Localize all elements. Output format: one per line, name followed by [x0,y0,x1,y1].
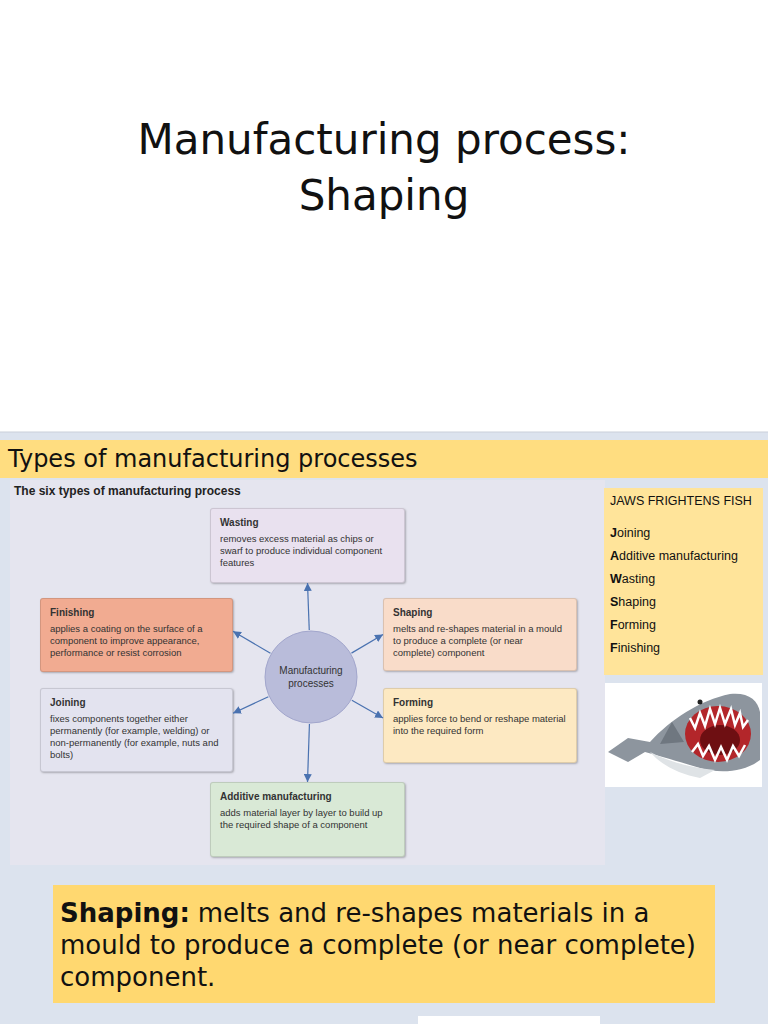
box-description: adds material layer by layer to build up… [220,807,395,831]
box-description: applies a coating on the surface of a co… [50,623,223,659]
connector-arrow [308,583,310,630]
process-box: Wasting removes excess material as chips … [210,508,405,583]
mnemonic-item: Finishing [610,637,757,660]
box-description: melts and re-shapes material in a mould … [393,623,567,659]
shark-illustration [604,683,762,787]
process-box: Joining fixes components together either … [40,688,233,772]
hub-label: Manufacturing processes [273,664,349,690]
process-box: Shaping melts and re-shapes material in a… [383,598,577,671]
box-heading: Wasting [220,516,395,529]
section-header-band: Types of manufacturing processes [0,440,768,478]
definition-box: Shaping:melts and re-shapes materials in… [53,885,715,1003]
white-strip [418,1016,600,1024]
shark-teeth [690,708,748,728]
connector-arrow [351,635,383,654]
connector-arrow [308,724,310,782]
panel-heading: The six types of manufacturing process [10,480,605,498]
slide-background [0,432,768,1024]
process-box: Forming applies force to bend or reshape … [383,688,577,763]
shark-eye [698,700,703,705]
shark-background [604,683,762,787]
box-description: removes excess material as chips or swar… [220,533,395,569]
shark-teeth [692,744,745,760]
shark-fin [660,722,684,744]
mnemonic-item: Additive manufacturing [610,545,757,568]
mnemonic-item: Wasting [610,568,757,591]
box-heading: Forming [393,696,567,709]
slide-divider [0,432,768,433]
connector-arrow [352,700,383,718]
process-box: Additive manufacturing adds material laye… [210,782,405,857]
section-heading: Types of manufacturing processes [0,440,768,478]
diagram-panel: The six types of manufacturing processWa… [10,480,605,865]
box-heading: Shaping [393,606,567,619]
box-heading: Finishing [50,606,223,619]
shark-body [608,694,760,772]
circle-outline [264,630,358,724]
mnemonic-panel: JAWS FRIGHTENS FISH JoiningAdditive manuf… [604,488,763,675]
connector-arrow [233,697,268,713]
page-title: Manufacturing process: Shaping [74,112,694,224]
connector-arrow [233,631,270,653]
definition-term: Shaping: [60,898,190,928]
mnemonic-item: Joining [610,522,757,545]
process-box: Finishing applies a coating on the surfac… [40,598,233,672]
box-description: fixes components together either permane… [50,713,223,761]
box-heading: Joining [50,696,223,709]
shark-mouth [685,706,751,762]
mnemonic-item: Forming [610,614,757,637]
mnemonic-item: Shaping [610,591,757,614]
box-description: applies force to bend or reshape materia… [393,713,567,737]
mnemonic-title: JAWS FRIGHTENS FISH [610,493,757,510]
circle-shape [265,631,357,723]
box-heading: Additive manufacturing [220,790,395,803]
hub-circle: Manufacturing processes [264,630,358,724]
